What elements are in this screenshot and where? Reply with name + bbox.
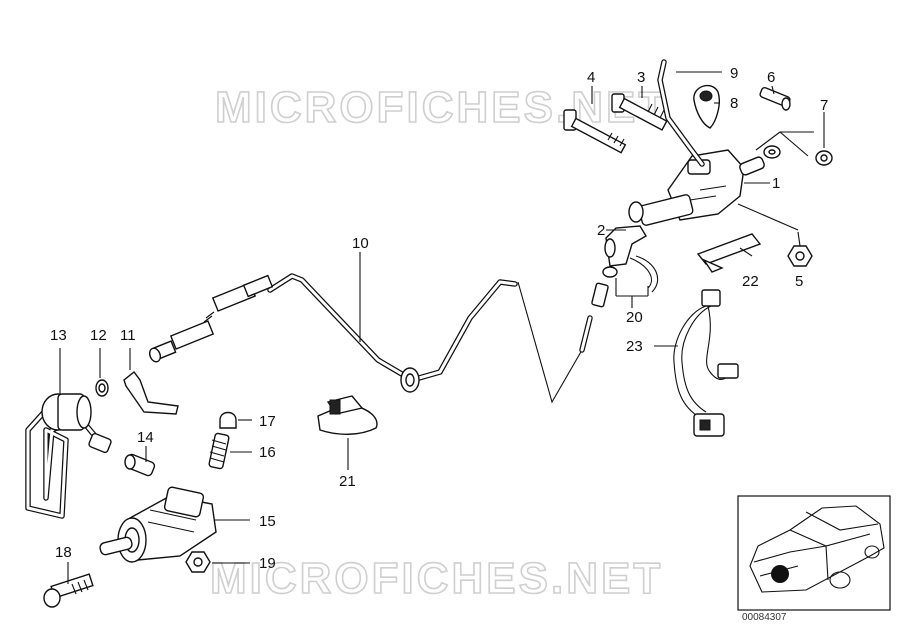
callouts: 1 2 3 4 5 6 7 8 9 10 11 12 13 14 15 16 1… xyxy=(50,65,828,572)
hose-clamp xyxy=(693,84,720,129)
callout-21: 21 xyxy=(339,473,356,490)
callout-2: 2 xyxy=(597,222,605,239)
callout-17: 17 xyxy=(259,413,276,430)
callout-16: 16 xyxy=(259,444,276,461)
callout-23: 23 xyxy=(626,338,643,355)
holder-bracket xyxy=(123,371,179,415)
callout-19: 19 xyxy=(259,555,276,572)
vehicle-locator-inset: 00084307 xyxy=(737,495,891,623)
elbow-fitting xyxy=(604,225,647,267)
callout-11: 11 xyxy=(120,327,136,344)
callout-10: 10 xyxy=(352,235,369,252)
callout-3: 3 xyxy=(637,69,645,86)
diagram-reference: 00084307 xyxy=(742,612,787,623)
callout-5: 5 xyxy=(795,273,803,290)
bolt-4 xyxy=(563,109,627,154)
callout-12: 12 xyxy=(90,327,107,344)
bleed-valve xyxy=(208,432,230,470)
nut-19 xyxy=(185,551,211,573)
pin xyxy=(759,86,791,111)
bolt-3 xyxy=(611,93,668,131)
pipe-line xyxy=(148,273,593,404)
master-cylinder xyxy=(628,145,781,226)
retaining-clip xyxy=(591,255,659,308)
callout-8: 8 xyxy=(730,95,738,112)
watermark-bottom: MICROFICHES.NET xyxy=(210,554,663,603)
callout-9: 9 xyxy=(730,65,738,82)
callout-14: 14 xyxy=(137,429,154,446)
callout-4: 4 xyxy=(587,69,595,86)
callout-22: 22 xyxy=(742,273,759,290)
bolt-18 xyxy=(43,573,94,608)
nut-5 xyxy=(787,245,813,267)
callout-18: 18 xyxy=(55,544,72,561)
callout-20: 20 xyxy=(626,309,643,326)
callout-1: 1 xyxy=(772,175,780,192)
callout-6: 6 xyxy=(767,69,775,86)
dust-cap xyxy=(219,411,237,429)
callout-15: 15 xyxy=(259,513,276,530)
leader-lines xyxy=(59,71,825,584)
watermark-top: MICROFICHES.NET xyxy=(215,83,668,132)
location-marker xyxy=(771,565,789,583)
damper-coil xyxy=(25,393,112,519)
callout-13: 13 xyxy=(50,327,67,344)
pipe-bracket xyxy=(317,395,378,435)
clutch-switch xyxy=(696,233,762,273)
callout-7: 7 xyxy=(820,97,828,114)
slave-cylinder xyxy=(99,486,217,563)
bleed-screw xyxy=(124,453,156,477)
wiring-harness xyxy=(673,289,739,437)
